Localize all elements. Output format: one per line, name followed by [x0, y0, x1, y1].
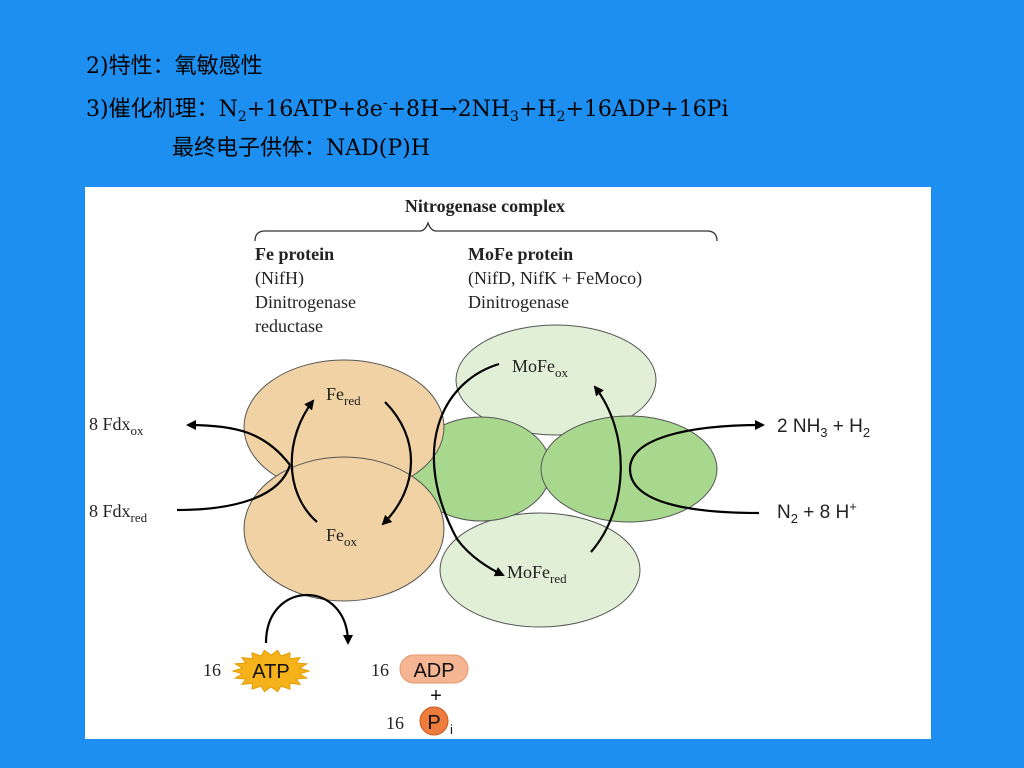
nitrogenase-diagram: Nitrogenase complex Fe protein (NifH) Di…	[85, 187, 931, 739]
slide-line-mechanism: 3)催化机理：N2+16ATP+8e-+8H→2NH3+H2+16ADP+16P…	[86, 95, 729, 125]
fdx-ox-label: 8 Fdxox	[89, 414, 144, 438]
plus-sign: +	[430, 685, 442, 707]
atp-count: 16	[203, 660, 221, 680]
mofe-ox-label: MoFeox	[512, 356, 569, 380]
substrate-label: N2 + 8 H+	[777, 499, 857, 526]
arrow-substrate-to-product	[628, 420, 765, 515]
complex-brace	[254, 221, 718, 242]
fdx-red-label: 8 Fdxred	[89, 501, 148, 525]
adp-count: 16	[371, 660, 389, 680]
complex-title: Nitrogenase complex	[405, 196, 565, 216]
mofe-red-label: MoFered	[507, 562, 567, 586]
svg-text:Dinitrogenase: Dinitrogenase	[255, 292, 356, 312]
svg-text:Dinitrogenase: Dinitrogenase	[468, 292, 569, 312]
pi-count: 16	[386, 713, 404, 733]
mofe-subunit-bottom	[439, 512, 641, 628]
fe-ox-label: Feox	[326, 525, 358, 549]
arrow-atp-to-adp	[264, 594, 353, 645]
arrow-fe-red-to-fdx-ox	[186, 420, 291, 466]
arrow-fe-red-to-fe-ox	[381, 401, 412, 526]
pi-subscript: i	[450, 722, 453, 737]
product-label: 2 NH3 + H2	[777, 416, 870, 440]
svg-text:MoFe protein: MoFe protein	[468, 244, 573, 264]
mofe-protein-heading: MoFe protein (NifD, NifK + FeMoco) Dinit…	[468, 244, 642, 312]
fe-protein-heading: Fe protein (NifH) Dinitrogenase reductas…	[255, 244, 356, 336]
fe-red-label: Fered	[326, 384, 361, 408]
svg-text:(NifH): (NifH)	[255, 268, 304, 289]
adp-badge	[399, 654, 469, 684]
pi-label: P	[427, 712, 440, 734]
adp-label: ADP	[413, 660, 454, 682]
mofe-subunit-top	[455, 324, 657, 436]
svg-text:(NifD, NifK + FeMoco): (NifD, NifK + FeMoco)	[468, 268, 642, 289]
atp-label: ATP	[252, 661, 289, 683]
fe-subunit-bottom	[243, 456, 445, 602]
slide-line-electron-donor: 最终电子供体：NAD(P)H	[172, 136, 430, 161]
arrow-fe-ox-to-fe-red	[290, 399, 318, 523]
pi-badge	[419, 706, 449, 736]
slide-line-properties: 2)特性：氧敏感性	[86, 54, 263, 79]
arrow-mofe-ox-to-fe-ox	[432, 362, 505, 577]
svg-text:Fe protein: Fe protein	[255, 244, 334, 264]
arrow-fdx-red-to-fe	[176, 464, 292, 512]
svg-text:reductase: reductase	[255, 316, 323, 336]
arrow-mofe-red-to-mofe-ox	[590, 385, 622, 553]
atp-burst-icon	[231, 649, 311, 693]
